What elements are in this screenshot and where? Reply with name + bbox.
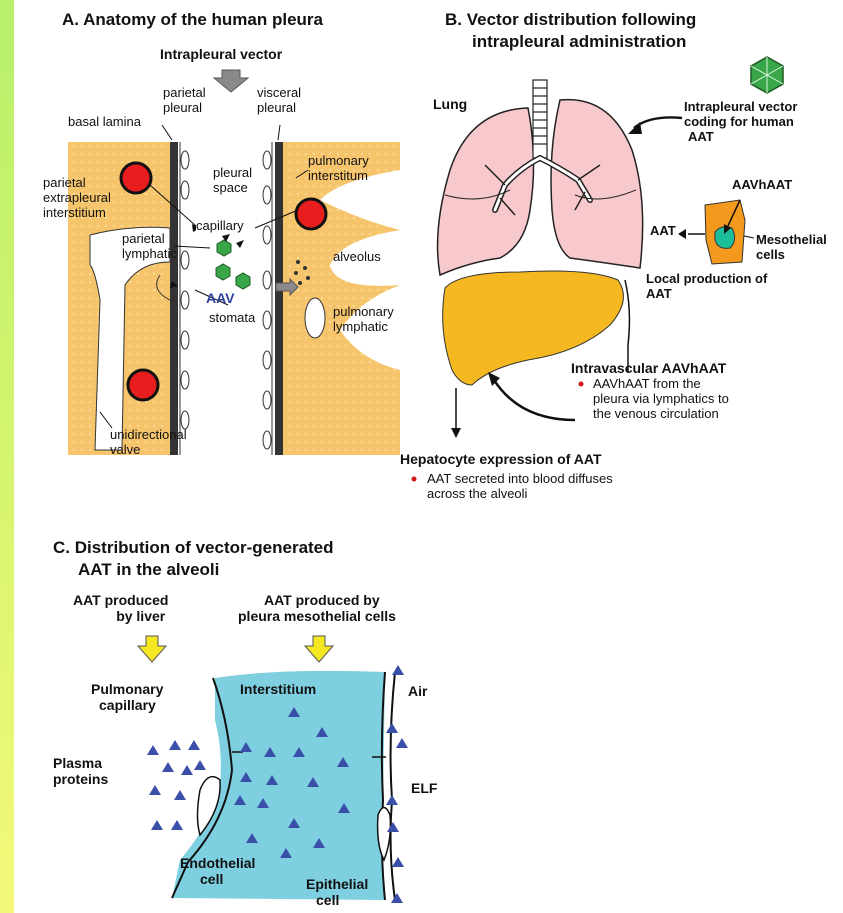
- epithelial-boundary-1: [382, 672, 385, 900]
- air-label: Air: [408, 683, 427, 699]
- liver-down-arrow: [138, 636, 166, 662]
- pleura-down-arrow: [305, 636, 333, 662]
- elf-label: ELF: [411, 780, 437, 796]
- interstitium-label: Interstitium: [240, 681, 316, 697]
